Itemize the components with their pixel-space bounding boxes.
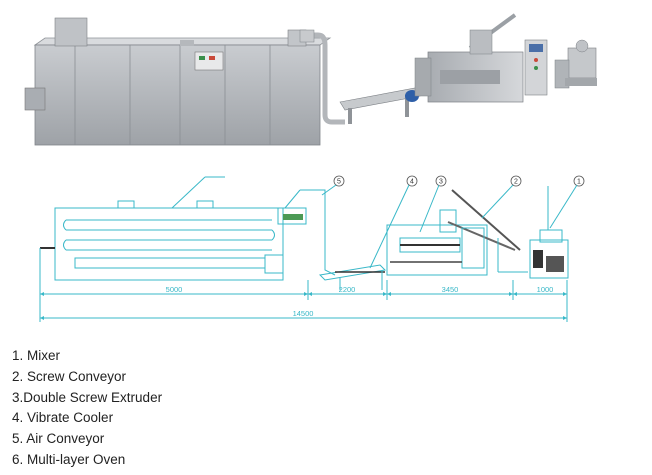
legend-item-vibrate-cooler: 4. Vibrate Cooler — [12, 410, 114, 426]
dim-extruder: 3450 — [442, 285, 459, 294]
legend-item-multi-layer-oven: 6. Multi-layer Oven — [12, 451, 126, 467]
production-line-photo — [24, 13, 597, 146]
callout-5: 5 — [321, 175, 345, 196]
layout-drawing: 5 4 3 2 1 5000 2200 3450 1000 14500 — [39, 175, 585, 322]
callout-3: 3 — [419, 175, 447, 233]
svg-text:1: 1 — [577, 179, 581, 186]
svg-text:4: 4 — [410, 179, 414, 186]
callout-2: 2 — [481, 175, 522, 219]
dimension-lines — [39, 248, 568, 322]
air-conveyor-photo — [299, 29, 345, 125]
dim-mixer: 1000 — [537, 285, 554, 294]
oven-outline — [40, 176, 336, 281]
legend-item-mixer: 1. Mixer — [12, 348, 61, 363]
dim-total: 14500 — [293, 309, 314, 318]
extruder-photo — [414, 13, 548, 103]
svg-text:5: 5 — [337, 179, 341, 186]
mixer-outline — [529, 186, 569, 279]
svg-text:2: 2 — [514, 179, 518, 186]
oven-photo — [24, 17, 332, 146]
legend-item-double-screw-extruder: 3.Double Screw Extruder — [12, 389, 163, 405]
vibrate-cooler-photo — [339, 87, 421, 124]
callout-1: 1 — [549, 175, 585, 229]
component-legend: 1. Mixer 2. Screw Conveyor 3.Double Scre… — [12, 346, 162, 471]
extruder-outline — [386, 189, 528, 276]
callout-4: 4 — [369, 175, 418, 269]
legend-item-air-conveyor: 5. Air Conveyor — [12, 431, 105, 447]
cooler-outline — [318, 264, 387, 290]
dim-cooler: 2200 — [339, 285, 356, 294]
legend-item-screw-conveyor: 2. Screw Conveyor — [12, 368, 127, 384]
mixer-photo — [554, 39, 597, 89]
dim-oven: 5000 — [166, 285, 183, 294]
svg-text:3: 3 — [439, 179, 443, 186]
